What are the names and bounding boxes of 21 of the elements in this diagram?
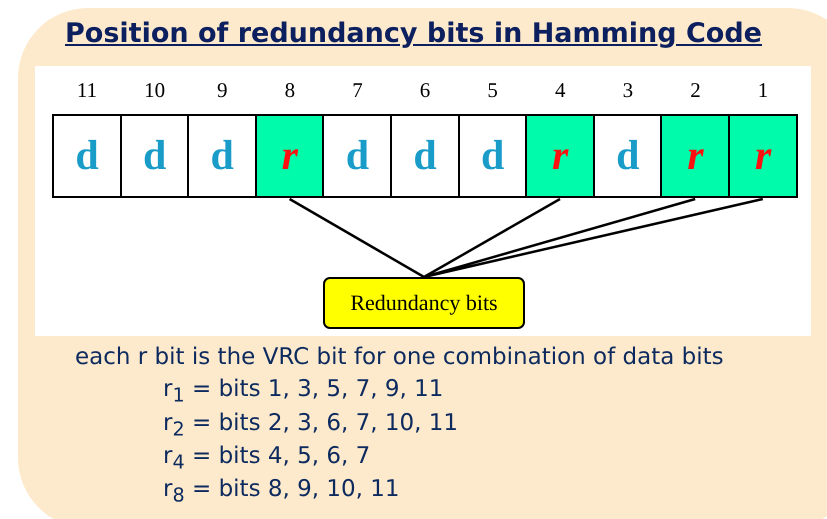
bit-position-number: 9 (216, 78, 228, 103)
bit-position-number: 1 (756, 78, 770, 103)
bit-position-number: 5 (486, 78, 499, 103)
bit-position-number: 11 (76, 78, 98, 103)
leader-line (288, 198, 425, 278)
label-box: Redundancy bits (323, 277, 525, 329)
formula-text: r$_{4}$ = bits 4, 5, 6, 7 (163, 443, 370, 474)
bit-position-number: 8 (284, 78, 296, 103)
title: Position of redundancy bits in Hamming Code (64, 18, 763, 49)
formula-text: r$_{8}$ = bits 8, 9, 10, 11 (163, 476, 400, 507)
bit-position-number: 3 (622, 78, 634, 103)
bit-position-number: 2 (689, 78, 702, 103)
bit-position-number: 4 (554, 78, 566, 103)
leader-line (424, 198, 696, 278)
bit-position-number: 7 (351, 78, 364, 103)
leader-line (423, 198, 561, 278)
bit-position-number: 6 (418, 78, 432, 103)
note-text: each r bit is the VRC bit for one combination of data bits (75, 344, 724, 370)
formula-text: r$_{2}$ = bits 2, 3, 6, 7, 10, 11 (163, 410, 458, 441)
formula-text: r$_{1}$ = bits 1, 3, 5, 7, 9, 11 (163, 376, 444, 407)
bit-position-number: 10 (143, 78, 166, 103)
